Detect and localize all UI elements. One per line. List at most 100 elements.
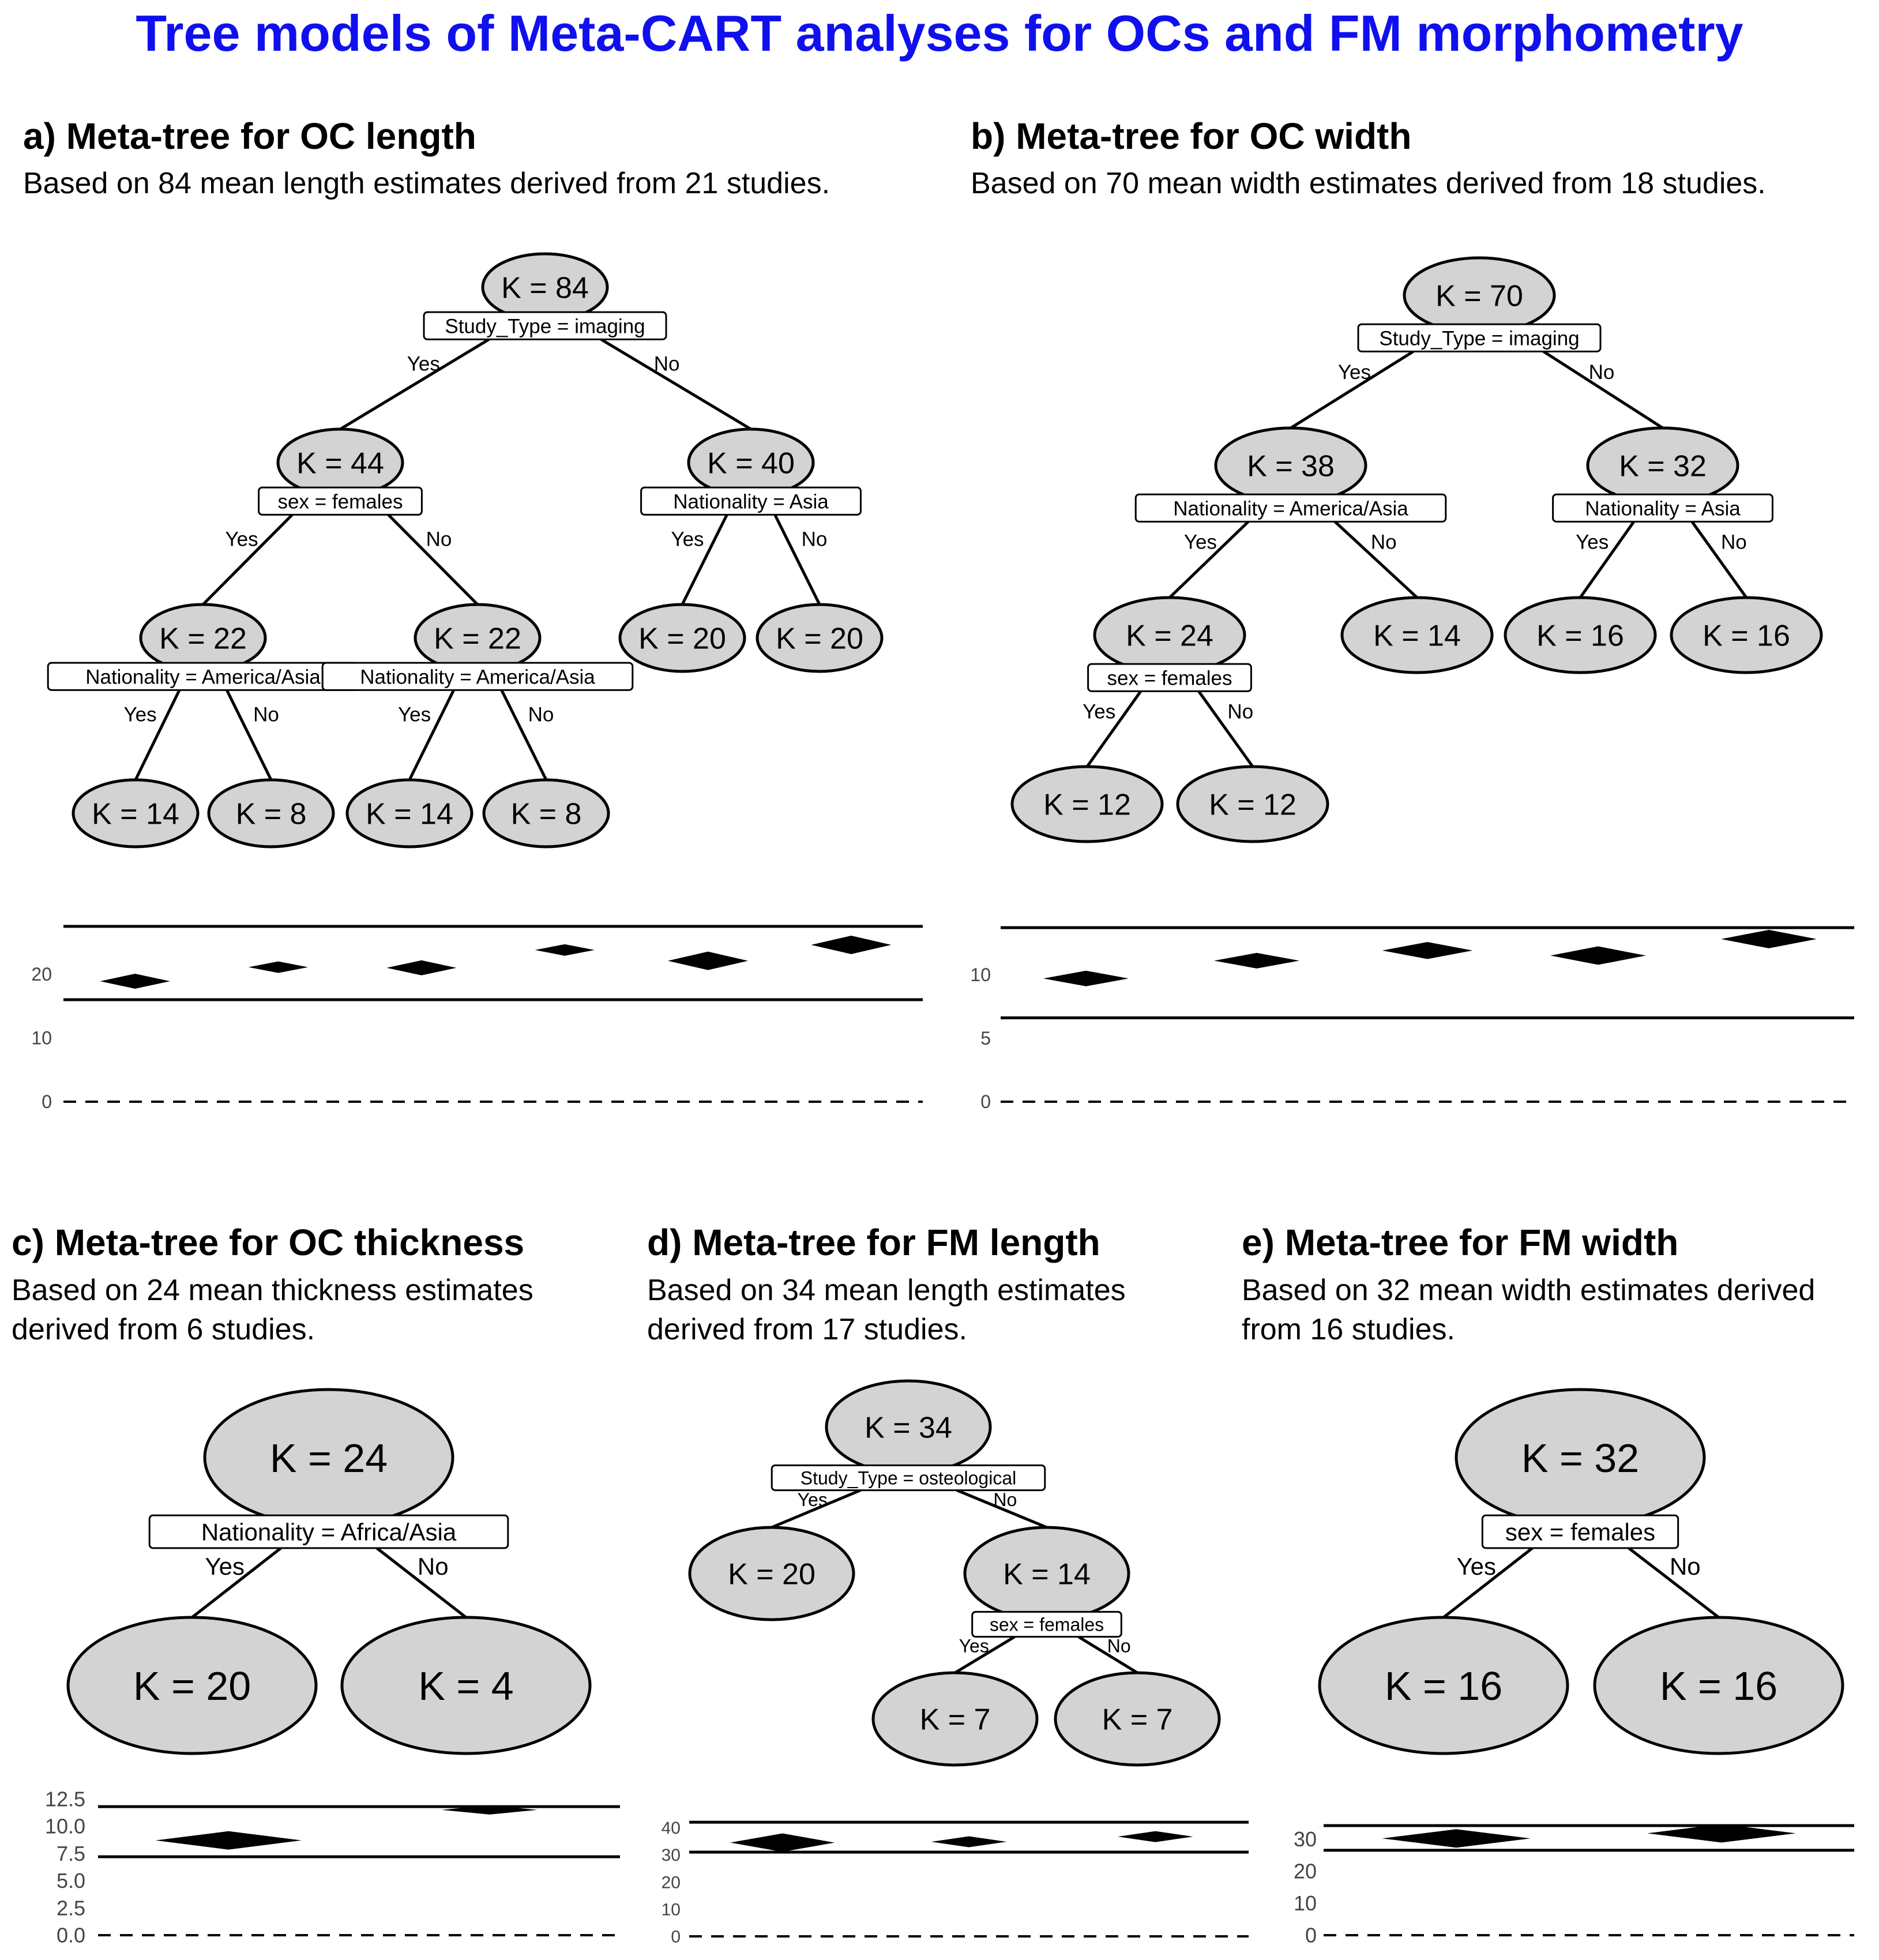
split-condition: Study_Type = imaging: [1379, 327, 1579, 350]
subgroup-estimate-diamond: [155, 1831, 302, 1850]
subgroup-estimate-diamond: [535, 944, 595, 956]
split-box: [1357, 323, 1602, 352]
split-box: [1087, 663, 1252, 692]
no-label: No: [993, 1489, 1017, 1510]
tree-edge: [387, 513, 479, 606]
panel-subtitle: Based on 32 mean width estimates derived: [1242, 1274, 1815, 1307]
tree-edge: [1628, 1546, 1720, 1619]
node-label: K = 14: [92, 798, 179, 831]
node-label: K = 16: [1536, 619, 1624, 653]
node-label: K = 32: [1521, 1436, 1639, 1481]
y-tick-label: 0: [980, 1091, 991, 1112]
yes-label: Yes: [225, 528, 258, 550]
tree-node: [1670, 596, 1823, 674]
split-condition: sex = females: [278, 490, 403, 513]
panel-subtitle: Based on 70 mean width estimates derived…: [971, 167, 1766, 200]
yes-label: Yes: [398, 703, 431, 726]
split-box: [423, 311, 667, 340]
yes-label: Yes: [798, 1489, 828, 1510]
panel-subtitle: Based on 34 mean length estimates: [647, 1274, 1126, 1307]
tree-node: [618, 603, 746, 673]
split-box: [771, 1464, 1046, 1492]
node-label: K = 7: [1102, 1703, 1173, 1737]
yes-label: Yes: [1576, 531, 1609, 554]
tree-edges: [134, 338, 821, 781]
yes-label: Yes: [1456, 1553, 1496, 1580]
tree-edge: [191, 1546, 282, 1619]
subgroup-estimate-diamond: [811, 936, 892, 955]
subgroup-estimate-diamond: [1721, 930, 1817, 949]
panel-subtitle: derived from 6 studies.: [12, 1313, 315, 1346]
yes-label: Yes: [1083, 700, 1115, 723]
tree-edge: [1579, 520, 1635, 599]
subgroup-estimate-diamond: [1382, 1829, 1531, 1848]
node-label: K = 44: [296, 447, 384, 480]
split-condition: sex = females: [1505, 1519, 1655, 1546]
tree-edge: [773, 514, 821, 606]
tree-edge: [771, 1489, 862, 1529]
panel-subtitle: derived from 17 studies.: [647, 1313, 967, 1346]
tree-node: [72, 778, 200, 848]
y-tick-label: 40: [662, 1819, 681, 1838]
y-tick-label: 2.5: [57, 1896, 85, 1920]
node-label: K = 22: [159, 622, 247, 656]
tree-node: [1340, 596, 1494, 674]
panel-title: c) Meta-tree for OC thickness: [12, 1222, 524, 1263]
tree-edge: [1085, 690, 1142, 768]
subgroup-estimate-diamond: [931, 1836, 1007, 1848]
node-label: K = 8: [236, 798, 307, 831]
summary-plot: 0.02.55.07.510.012.5: [45, 1787, 620, 1947]
y-tick-label: 10: [662, 1900, 681, 1919]
subgroup-estimate-diamond: [1118, 1831, 1193, 1842]
tree-edge: [375, 1546, 467, 1619]
split-condition: Study_Type = imaging: [445, 315, 645, 337]
split-condition: Nationality = America/Asia: [85, 666, 321, 688]
yes-label: Yes: [671, 528, 704, 550]
no-label: No: [1721, 531, 1747, 554]
tree-node: [207, 778, 335, 848]
tree-edge: [226, 689, 273, 781]
tree-node: [1318, 1616, 1569, 1755]
y-tick-label: 10: [970, 964, 991, 985]
tree-edge: [500, 689, 548, 781]
subgroup-estimate-diamond: [667, 951, 749, 970]
tree-node: [340, 1616, 592, 1755]
subgroup-estimate-diamond: [1043, 970, 1129, 986]
y-tick-label: 0: [1305, 1924, 1317, 1947]
tree-node: [1054, 1671, 1221, 1767]
node-label: K = 4: [418, 1664, 513, 1709]
split-condition: Nationality = Africa/Asia: [201, 1519, 457, 1546]
no-label: No: [1670, 1553, 1701, 1580]
tree-node: [871, 1671, 1039, 1767]
split-condition: Study_Type = osteological: [801, 1468, 1016, 1489]
subgroup-estimate-diamond: [100, 974, 170, 989]
no-label: No: [418, 1553, 449, 1580]
panel-title: e) Meta-tree for FM width: [1242, 1222, 1678, 1263]
node-label: K = 7: [920, 1703, 991, 1737]
no-label: No: [1107, 1636, 1131, 1657]
split-box: [640, 486, 862, 516]
panel-subtitle: Based on 84 mean length estimates derive…: [23, 167, 830, 200]
panel-title: d) Meta-tree for FM length: [647, 1222, 1100, 1263]
tree-edges: [1085, 350, 1748, 768]
split-box: [1134, 493, 1447, 523]
split-box: [1552, 493, 1773, 523]
y-tick-label: 5: [980, 1028, 991, 1049]
yes-label: Yes: [123, 703, 156, 726]
yes-label: Yes: [1338, 361, 1371, 384]
split-condition: Nationality = America/Asia: [360, 666, 595, 688]
